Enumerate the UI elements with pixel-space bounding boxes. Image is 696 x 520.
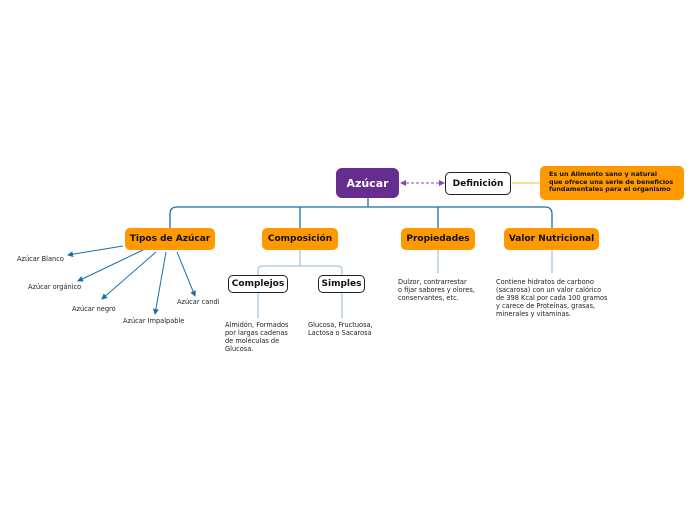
propiedades-description[interactable]: Dulzor, contrarrestar o fijar sabores y …	[398, 278, 475, 302]
complejos-description[interactable]: Almidón, Formados por largas cadenas de …	[225, 321, 289, 353]
complejos-label: Complejos	[231, 279, 285, 289]
composicion-simples-node[interactable]: Simples	[318, 275, 365, 293]
composicion-sub-connectors	[257, 250, 553, 318]
description-line: Lactosa o Sacarosa	[308, 329, 372, 337]
description-line: conservantes, etc.	[398, 294, 459, 302]
tipos-item[interactable]: Azúcar orgánico	[28, 283, 82, 291]
branch-label: Valor Nutricional	[508, 234, 595, 244]
definition-note-line: Es un Alimento sano y natural	[549, 170, 658, 178]
branch-valor-nutricional[interactable]: Valor Nutricional	[504, 228, 599, 250]
simples-description[interactable]: Glucosa, Fructuosa, Lactosa o Sacarosa	[308, 321, 373, 337]
branch-tipos-de-azucar[interactable]: Tipos de Azúcar	[125, 228, 215, 250]
description-line: (sacarosa) con un valor calórico	[496, 286, 602, 294]
description-line: Glucosa, Fructuosa,	[308, 321, 373, 329]
root-label: Azúcar	[346, 176, 389, 190]
definition-note-line: que ofrece una serie de beneficios	[549, 177, 674, 186]
tipos-item[interactable]: Azúcar Blanco	[17, 255, 64, 263]
branch-propiedades[interactable]: Propiedades	[401, 228, 475, 250]
tipos-arrows	[67, 245, 196, 315]
root-branch-connectors	[169, 198, 553, 228]
definition-label: Definición	[452, 178, 504, 189]
simples-label: Simples	[321, 279, 362, 289]
branch-label: Propiedades	[406, 234, 470, 244]
description-line: minerales y vitaminas.	[496, 310, 572, 318]
description-line: Almidón, Formados	[225, 321, 289, 329]
tipos-item[interactable]: Azúcar candi	[177, 298, 220, 306]
root-node-azucar[interactable]: Azúcar	[336, 168, 399, 198]
description-line: o fijar sabores y olores,	[398, 286, 475, 294]
description-line: de moléculas de	[225, 337, 280, 345]
description-line: Contiene hidratos de carbono	[496, 278, 594, 286]
description-line: de 398 Kcal por cada 100 gramos	[496, 294, 608, 302]
definition-node[interactable]: Definición	[445, 172, 511, 195]
definition-note[interactable]: Es un Alimento sano y natural que ofrece…	[540, 166, 684, 200]
branch-label: Tipos de Azúcar	[129, 234, 211, 244]
branch-label: Composición	[267, 234, 333, 244]
definition-note-line: fundamentales para el organismo	[549, 185, 671, 194]
composicion-complejos-node[interactable]: Complejos	[228, 275, 288, 293]
description-line: Dulzor, contrarrestar	[398, 278, 467, 286]
description-line: Glucosa.	[225, 345, 254, 353]
valor-nutricional-description[interactable]: Contiene hidratos de carbono (sacarosa) …	[496, 278, 607, 318]
description-line: y carece de Proteínas, grasas,	[496, 302, 596, 310]
tipos-item[interactable]: Azúcar Impalpable	[123, 317, 185, 325]
description-line: por largas cadenas	[225, 329, 288, 337]
branch-composicion[interactable]: Composición	[262, 228, 338, 250]
tipos-item[interactable]: Azúcar negro	[72, 305, 116, 313]
